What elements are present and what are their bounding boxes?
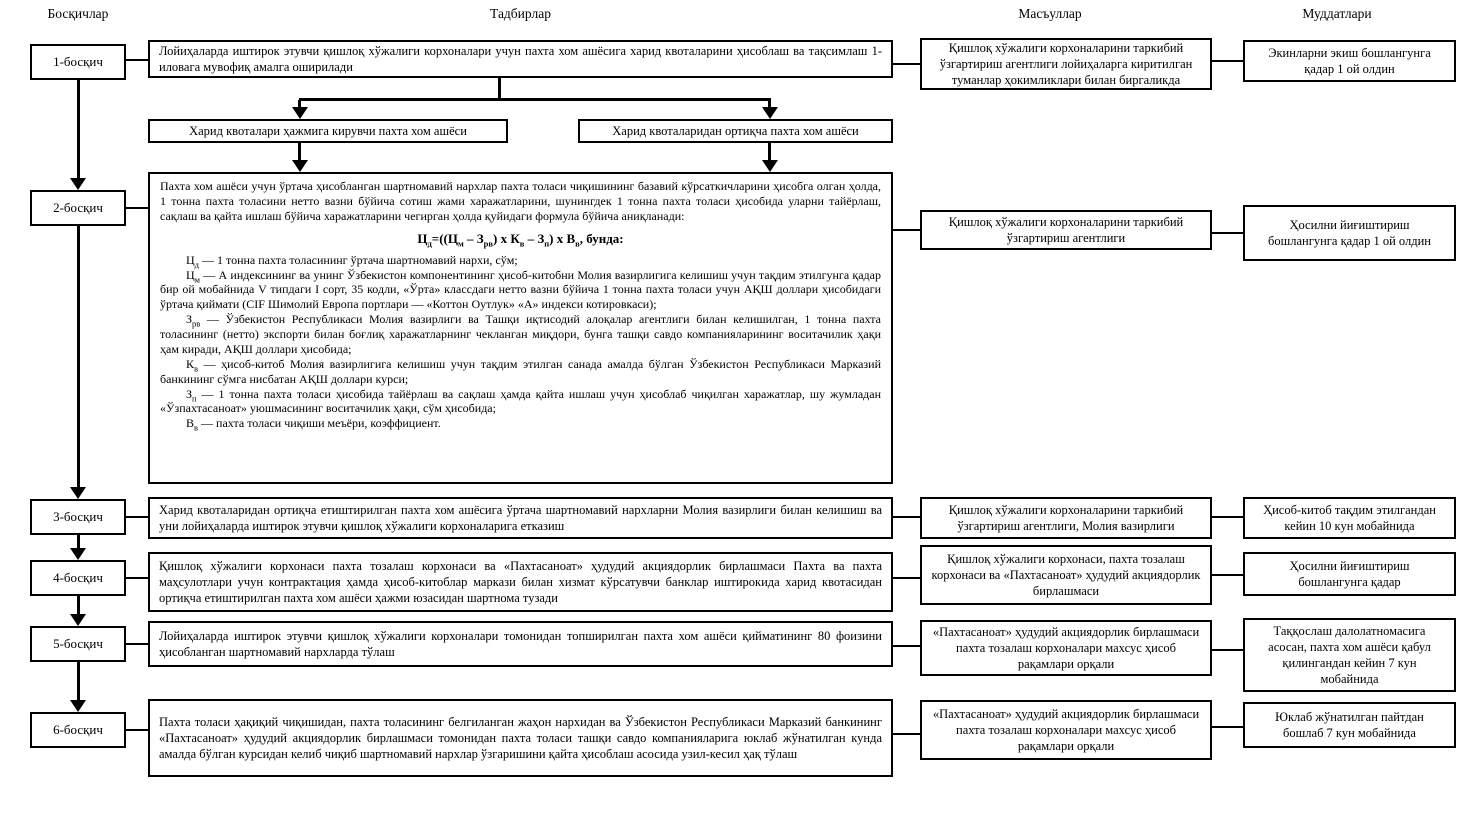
stage2-intro-text: Пахта хом ашёси учун ўртача ҳисобланган … (160, 179, 881, 223)
arrow-down-icon (70, 548, 86, 560)
deadline-5-box: Таққослаш далолатномасига асосан, пахта … (1243, 618, 1456, 692)
connector-activity3-responsible (893, 516, 920, 518)
activity-4-box: Қишлоқ хўжалиги корхонаси пахта тозалаш … (148, 552, 893, 612)
formula-definition: Зрв — Ўзбекистон Республикаси Молия вази… (160, 312, 881, 356)
connector-activity5-responsible (893, 645, 920, 647)
column-header-responsible: Масъуллар (1018, 6, 1082, 21)
deadline-1-box: Экинларни экиш бошлангунга қадар 1 ой ол… (1243, 40, 1456, 82)
connector-stage5-activity (126, 643, 148, 645)
connector-responsible1-deadline (1212, 60, 1243, 62)
connector-stage6-activity (126, 729, 148, 731)
branch-label-over-quota: Харид квоталаридан ортиқча пахта хом ашё… (578, 119, 893, 143)
arrow-down-icon (762, 160, 778, 172)
connector-activity4-responsible (893, 577, 920, 579)
spine-line-1-2 (77, 80, 80, 179)
spine-line-2-3 (77, 226, 80, 488)
arrow-down-icon (292, 160, 308, 172)
formula-definition: Цм — А индексининг ва унинг Ўзбекистон к… (160, 267, 881, 312)
branch-cross-line (299, 98, 771, 101)
formula-definition: Цд — 1 тонна пахта толасининг ўртача шар… (186, 252, 518, 270)
deadline-4-box: Ҳосилни йиғиштириш бошлангунга қадар (1243, 552, 1456, 596)
connector-responsible3-deadline (1212, 516, 1243, 518)
branch-stem-line (498, 78, 501, 100)
connector-responsible2-deadline (1212, 232, 1243, 234)
arrow-down-icon (762, 107, 778, 119)
branch-right-drop-line (768, 100, 771, 108)
branch-label-within-quota: Харид квоталари ҳажмига кирувчи пахта хо… (148, 119, 508, 143)
arrow-down-icon (70, 178, 86, 190)
stage-4-box: 4-босқич (30, 560, 126, 596)
arrow-down-icon (70, 487, 86, 499)
activity-6-box: Пахта толаси ҳақиқий чиқишидан, пахта то… (148, 699, 893, 777)
deadline-6-box: Юклаб жўнатилган пайтдан бошлаб 7 кун мо… (1243, 702, 1456, 748)
branch-right-to-stage2-line (768, 143, 771, 161)
activity-2-box: Пахта хом ашёси учун ўртача ҳисобланган … (148, 172, 893, 484)
activity-1-box: Лойиҳаларда иштирок этувчи қишлоқ хўжали… (148, 40, 893, 78)
responsible-1-box: Қишлоқ хўжалиги корхоналарини таркибий ў… (920, 38, 1212, 90)
activity-3-box: Харид квоталаридан ортиқча етиштирилган … (148, 497, 893, 539)
connector-activity6-responsible (893, 733, 920, 735)
connector-stage2-activity (126, 207, 148, 209)
column-header-activities: Тадбирлар (490, 6, 551, 21)
connector-responsible5-deadline (1212, 649, 1243, 651)
connector-responsible6-deadline (1212, 726, 1243, 728)
connector-stage1-activity (126, 59, 148, 61)
column-header-deadlines: Муддатлари (1302, 6, 1372, 21)
stage-3-box: 3-босқич (30, 499, 126, 535)
branch-left-to-stage2-line (298, 143, 301, 161)
connector-responsible4-deadline (1212, 574, 1243, 576)
stage-6-box: 6-босқич (30, 712, 126, 748)
connector-activity2-responsible (893, 229, 920, 231)
responsible-6-box: «Пахтасаноат» ҳудудий акциядорлик бирлаш… (920, 700, 1212, 760)
deadline-2-box: Ҳосилни йиғиштириш бошлангунга қадар 1 о… (1243, 205, 1456, 261)
connector-stage3-activity (126, 516, 148, 518)
connector-activity1-responsible (893, 63, 920, 65)
responsible-3-box: Қишлоқ хўжалиги корхоналарини таркибий ў… (920, 497, 1212, 539)
arrow-down-icon (70, 700, 86, 712)
responsible-4-box: Қишлоқ хўжалиги корхонаси, пахта тозалаш… (920, 545, 1212, 605)
formula-definition: Вв — пахта толаси чиқиши меъёри, коэффиц… (186, 416, 441, 433)
stage-5-box: 5-босқич (30, 626, 126, 662)
formula-definition: Зп — 1 тонна пахта толаси ҳисобида тайёр… (160, 386, 881, 416)
column-header-stages: Босқичлар (47, 6, 109, 21)
stage-2-box: 2-босқич (30, 190, 126, 226)
connector-stage4-activity (126, 577, 148, 579)
arrow-down-icon (292, 107, 308, 119)
spine-line-5-6 (77, 662, 80, 701)
activity-5-box: Лойиҳаларда иштирок этувчи қишлоқ хўжали… (148, 621, 893, 667)
spine-line-3-4 (77, 535, 80, 549)
spine-line-4-5 (77, 596, 80, 615)
price-formula: Цд=((Цм – Зрв) х Кв – Зп) х Вв, бунда: (417, 230, 624, 249)
stage-1-box: 1-босқич (30, 44, 126, 80)
deadline-3-box: Ҳисоб-китоб тақдим этилгандан кейин 10 к… (1243, 497, 1456, 539)
formula-definition: Кв — ҳисоб-китоб Молия вазирлигига келиш… (160, 356, 881, 386)
arrow-down-icon (70, 614, 86, 626)
branch-left-drop-line (298, 100, 301, 108)
responsible-2-box: Қишлоқ хўжалиги корхоналарини таркибий ў… (920, 210, 1212, 250)
responsible-5-box: «Пахтасаноат» ҳудудий акциядорлик бирлаш… (920, 620, 1212, 676)
